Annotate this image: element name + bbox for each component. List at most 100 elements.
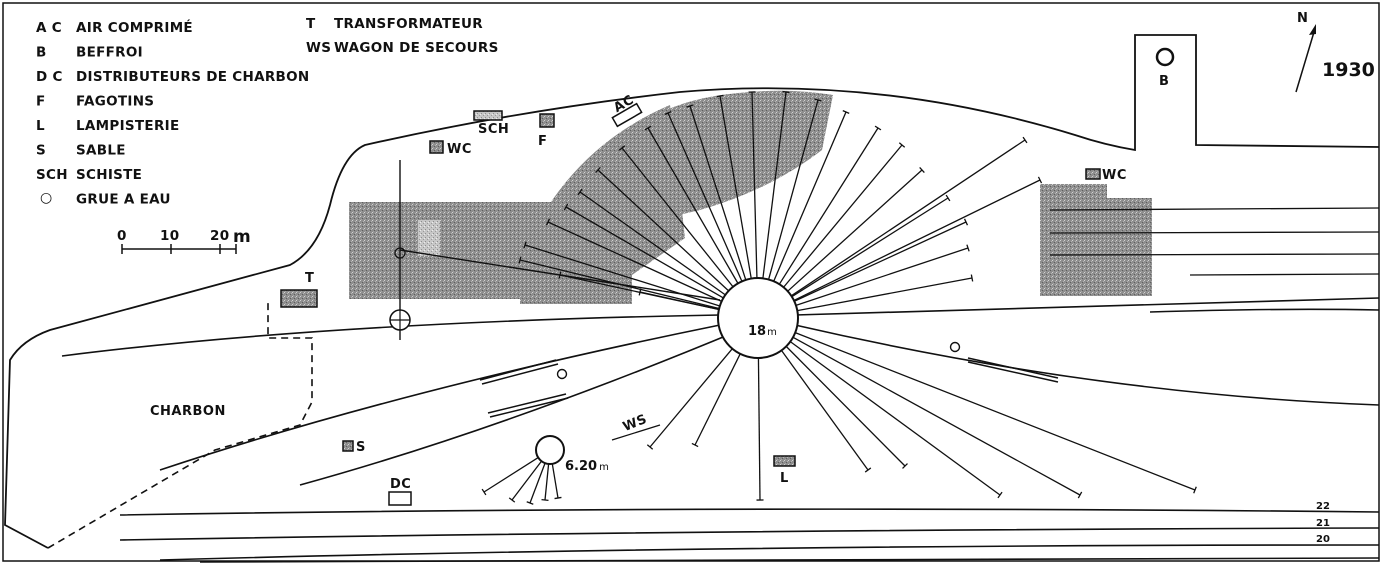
track-stop — [966, 244, 970, 252]
radial-track — [559, 274, 720, 311]
legend-code: A C — [36, 20, 62, 36]
track-stop — [595, 166, 601, 174]
charbon-label: CHARBON — [150, 404, 226, 419]
track-stop — [523, 241, 527, 249]
track-stop — [618, 145, 626, 151]
track-stop — [902, 463, 908, 469]
legend-code: D C — [36, 69, 63, 85]
radial-track — [792, 336, 1081, 496]
radial-track — [649, 348, 733, 448]
track-stop — [577, 188, 583, 196]
radial-track — [789, 341, 1001, 496]
stub-track — [551, 463, 559, 499]
legend-text: LAMPISTERIE — [76, 118, 180, 134]
annex-building — [349, 202, 560, 299]
track-stop — [1077, 491, 1083, 499]
track-stop — [716, 94, 724, 98]
track-22-label: 22 — [1316, 501, 1330, 512]
water-crane-legend-symbol: ○ — [40, 190, 52, 206]
site-boundary — [4, 34, 1380, 549]
main-turntable — [717, 277, 799, 359]
radial-track — [773, 111, 847, 282]
radial-track — [780, 350, 869, 471]
radial-track — [621, 147, 734, 288]
north-label: N — [1297, 11, 1308, 26]
small-turntable-tracks — [481, 456, 562, 505]
track-stop — [1037, 176, 1043, 184]
annex-track — [399, 249, 721, 301]
legend-text: BEFFROI — [76, 45, 143, 61]
stub-track — [483, 456, 539, 493]
radial-track — [751, 91, 758, 279]
legend-code: WS — [306, 40, 331, 56]
legend-code: F — [36, 94, 46, 110]
radial-track — [797, 277, 973, 312]
small-turntable — [535, 435, 565, 465]
dc-label: DC — [390, 477, 411, 492]
transformer-box — [280, 289, 318, 308]
track-stop — [526, 501, 534, 505]
track-stop — [1022, 136, 1028, 144]
radial-track — [778, 127, 879, 285]
turntable-spokes — [518, 90, 1197, 501]
year-label: 1930 — [1322, 59, 1375, 81]
radial-track — [694, 353, 741, 446]
coal-yard-dashed-boundary — [47, 302, 313, 549]
f-box — [539, 113, 555, 128]
legend-text: TRANSFORMATEUR — [334, 16, 483, 32]
main-tracks — [61, 297, 1380, 563]
track-stop — [691, 442, 699, 448]
radial-track — [791, 197, 949, 298]
wc-box-1 — [429, 140, 444, 154]
north-arrow — [1295, 31, 1315, 93]
beffroi-circle — [1155, 47, 1175, 67]
radial-track — [794, 221, 967, 302]
ws-label: WS — [621, 412, 650, 435]
dc-box — [388, 491, 412, 506]
track-stop — [508, 497, 516, 503]
radial-track — [785, 345, 906, 467]
track-stop — [664, 110, 672, 116]
legend-code: SCH — [36, 167, 68, 183]
sch-label: SCH — [478, 122, 509, 137]
radial-track — [547, 221, 722, 302]
track-stop — [1193, 486, 1197, 494]
radial-track — [757, 357, 761, 501]
track-stop — [563, 203, 569, 211]
shed-tracks — [1049, 207, 1380, 276]
radial-track — [790, 139, 1026, 297]
north-arrow-head — [1309, 24, 1316, 35]
legend-text: DISTRIBUTEURS DE CHARBON — [76, 69, 309, 85]
legend-code: L — [36, 118, 45, 134]
main-turntable-size: 18m — [748, 324, 777, 339]
legend-text: WAGON DE SECOURS — [334, 40, 499, 56]
platforms — [479, 357, 1059, 418]
track-stop — [997, 491, 1003, 499]
legend-code: S — [36, 143, 46, 159]
l-box — [773, 455, 796, 467]
s-box — [342, 440, 354, 452]
radial-track — [794, 332, 1196, 491]
radial-track — [795, 247, 969, 306]
stub-track — [511, 460, 543, 501]
track-stop — [554, 496, 562, 500]
scale-t1: 10 — [160, 228, 179, 244]
water-crane-1 — [556, 368, 568, 380]
t-label: T — [305, 271, 314, 286]
radial-track — [647, 127, 739, 284]
radial-track — [524, 244, 721, 307]
track-stop — [864, 467, 872, 473]
radial-track — [719, 95, 752, 279]
scale-t0: 0 — [117, 228, 127, 244]
east-shed — [1040, 184, 1152, 296]
radial-track — [689, 105, 747, 281]
track-stop — [842, 110, 850, 114]
stub-track — [544, 463, 550, 501]
radial-track — [667, 112, 743, 282]
track-stop — [644, 125, 652, 131]
s-label: S — [356, 440, 366, 455]
track-stop — [646, 444, 654, 450]
legend-code: T — [306, 16, 316, 32]
radial-track — [565, 206, 724, 299]
